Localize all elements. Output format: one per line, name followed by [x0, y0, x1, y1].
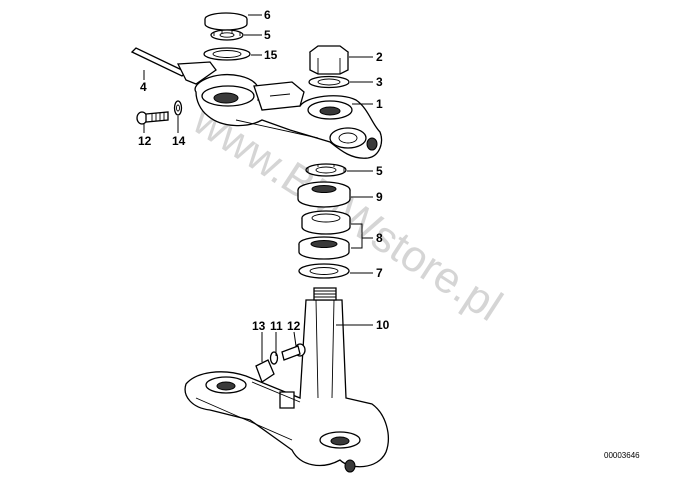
callout-15: 15 [264, 48, 278, 62]
part-3-washer[interactable] [308, 75, 350, 89]
callout-8: 8 [376, 231, 383, 245]
part-12-upper-bolt[interactable] [136, 111, 169, 125]
callout-2: 2 [376, 50, 383, 64]
callout-5-middle: 5 [376, 164, 383, 178]
part-9-seal[interactable] [297, 181, 351, 208]
callout-9: 9 [376, 190, 383, 204]
callout-10: 10 [376, 318, 390, 332]
callout-14: 14 [172, 134, 186, 148]
leader-lines [143, 14, 373, 362]
part-10-steering-stem[interactable] [184, 287, 389, 473]
callout-6: 6 [264, 8, 271, 22]
part-5-middle-nut[interactable] [305, 163, 347, 177]
part-8-bearing-lower[interactable] [298, 236, 350, 260]
callout-12-upper: 12 [138, 134, 152, 148]
part-15-washer[interactable] [203, 47, 251, 61]
callout-11: 11 [270, 319, 283, 333]
part-13-bracket[interactable] [255, 359, 275, 383]
part-7-dust-shield[interactable] [298, 263, 350, 279]
callout-7: 7 [376, 266, 383, 280]
callout-5-upper: 5 [264, 28, 271, 42]
part-6-cap[interactable] [204, 12, 248, 31]
callout-3: 3 [376, 75, 383, 89]
part-5-upper-nut[interactable] [210, 29, 244, 41]
callout-12-lower: 12 [287, 319, 301, 333]
part-1-upper-fork-bridge[interactable] [194, 74, 383, 159]
part-12-lower-bolt[interactable] [281, 343, 306, 361]
callout-13: 13 [252, 319, 266, 333]
drawing-number: 00003646 [604, 451, 640, 460]
part-2-hex-bolt[interactable] [308, 45, 350, 75]
part-14-washer[interactable] [173, 100, 183, 116]
part-8-bearing-upper[interactable] [301, 210, 351, 235]
part-4-pin[interactable] [130, 47, 217, 85]
callout-4: 4 [140, 80, 147, 94]
callout-labels: 6 5 15 2 3 1 4 12 14 5 9 8 7 10 13 11 12 [138, 8, 390, 333]
callout-1: 1 [376, 97, 383, 111]
